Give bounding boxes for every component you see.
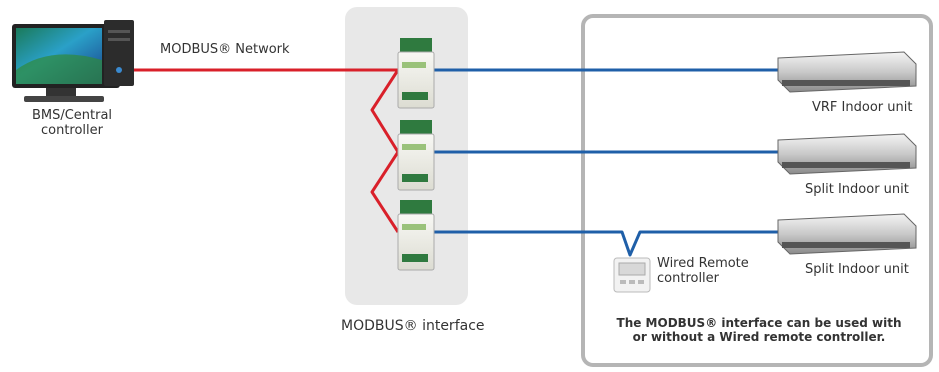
indoor-unit-2-label: Split Indoor unit <box>805 182 909 197</box>
usage-note: The MODBUS® interface can be used with o… <box>600 316 918 344</box>
interface-label: MODBUS® interface <box>341 318 485 334</box>
interface-module-2 <box>397 120 435 191</box>
network-label: MODBUS® Network <box>160 42 290 57</box>
interface-module-3 <box>397 200 435 271</box>
indoor-unit-3-label: Split Indoor unit <box>805 262 909 277</box>
indoor-unit-3-icon <box>777 213 917 255</box>
remote-label: Wired Remote controller <box>657 256 749 286</box>
bms-label-line1: BMS/Central <box>31 108 113 123</box>
indoor-unit-1-label: VRF Indoor unit <box>812 100 913 115</box>
usage-note-line1: The MODBUS® interface can be used with <box>616 316 902 330</box>
remote-label-line2: controller <box>657 271 720 286</box>
modbus-network-line <box>132 68 400 233</box>
interface-module-1 <box>397 38 435 109</box>
bms-label-line2: controller <box>40 123 104 138</box>
indoor-unit-2-icon <box>777 133 917 175</box>
indoor-unit-1-icon <box>777 51 917 93</box>
bms-label: BMS/Central controller <box>22 108 122 138</box>
usage-note-line2: or without a Wired remote controller. <box>632 330 886 344</box>
signal-line-3 <box>430 230 782 257</box>
remote-label-line1: Wired Remote <box>657 256 749 271</box>
computer-icon <box>12 20 134 102</box>
indoor-units-frame <box>581 14 933 367</box>
wired-remote-icon <box>613 257 651 293</box>
